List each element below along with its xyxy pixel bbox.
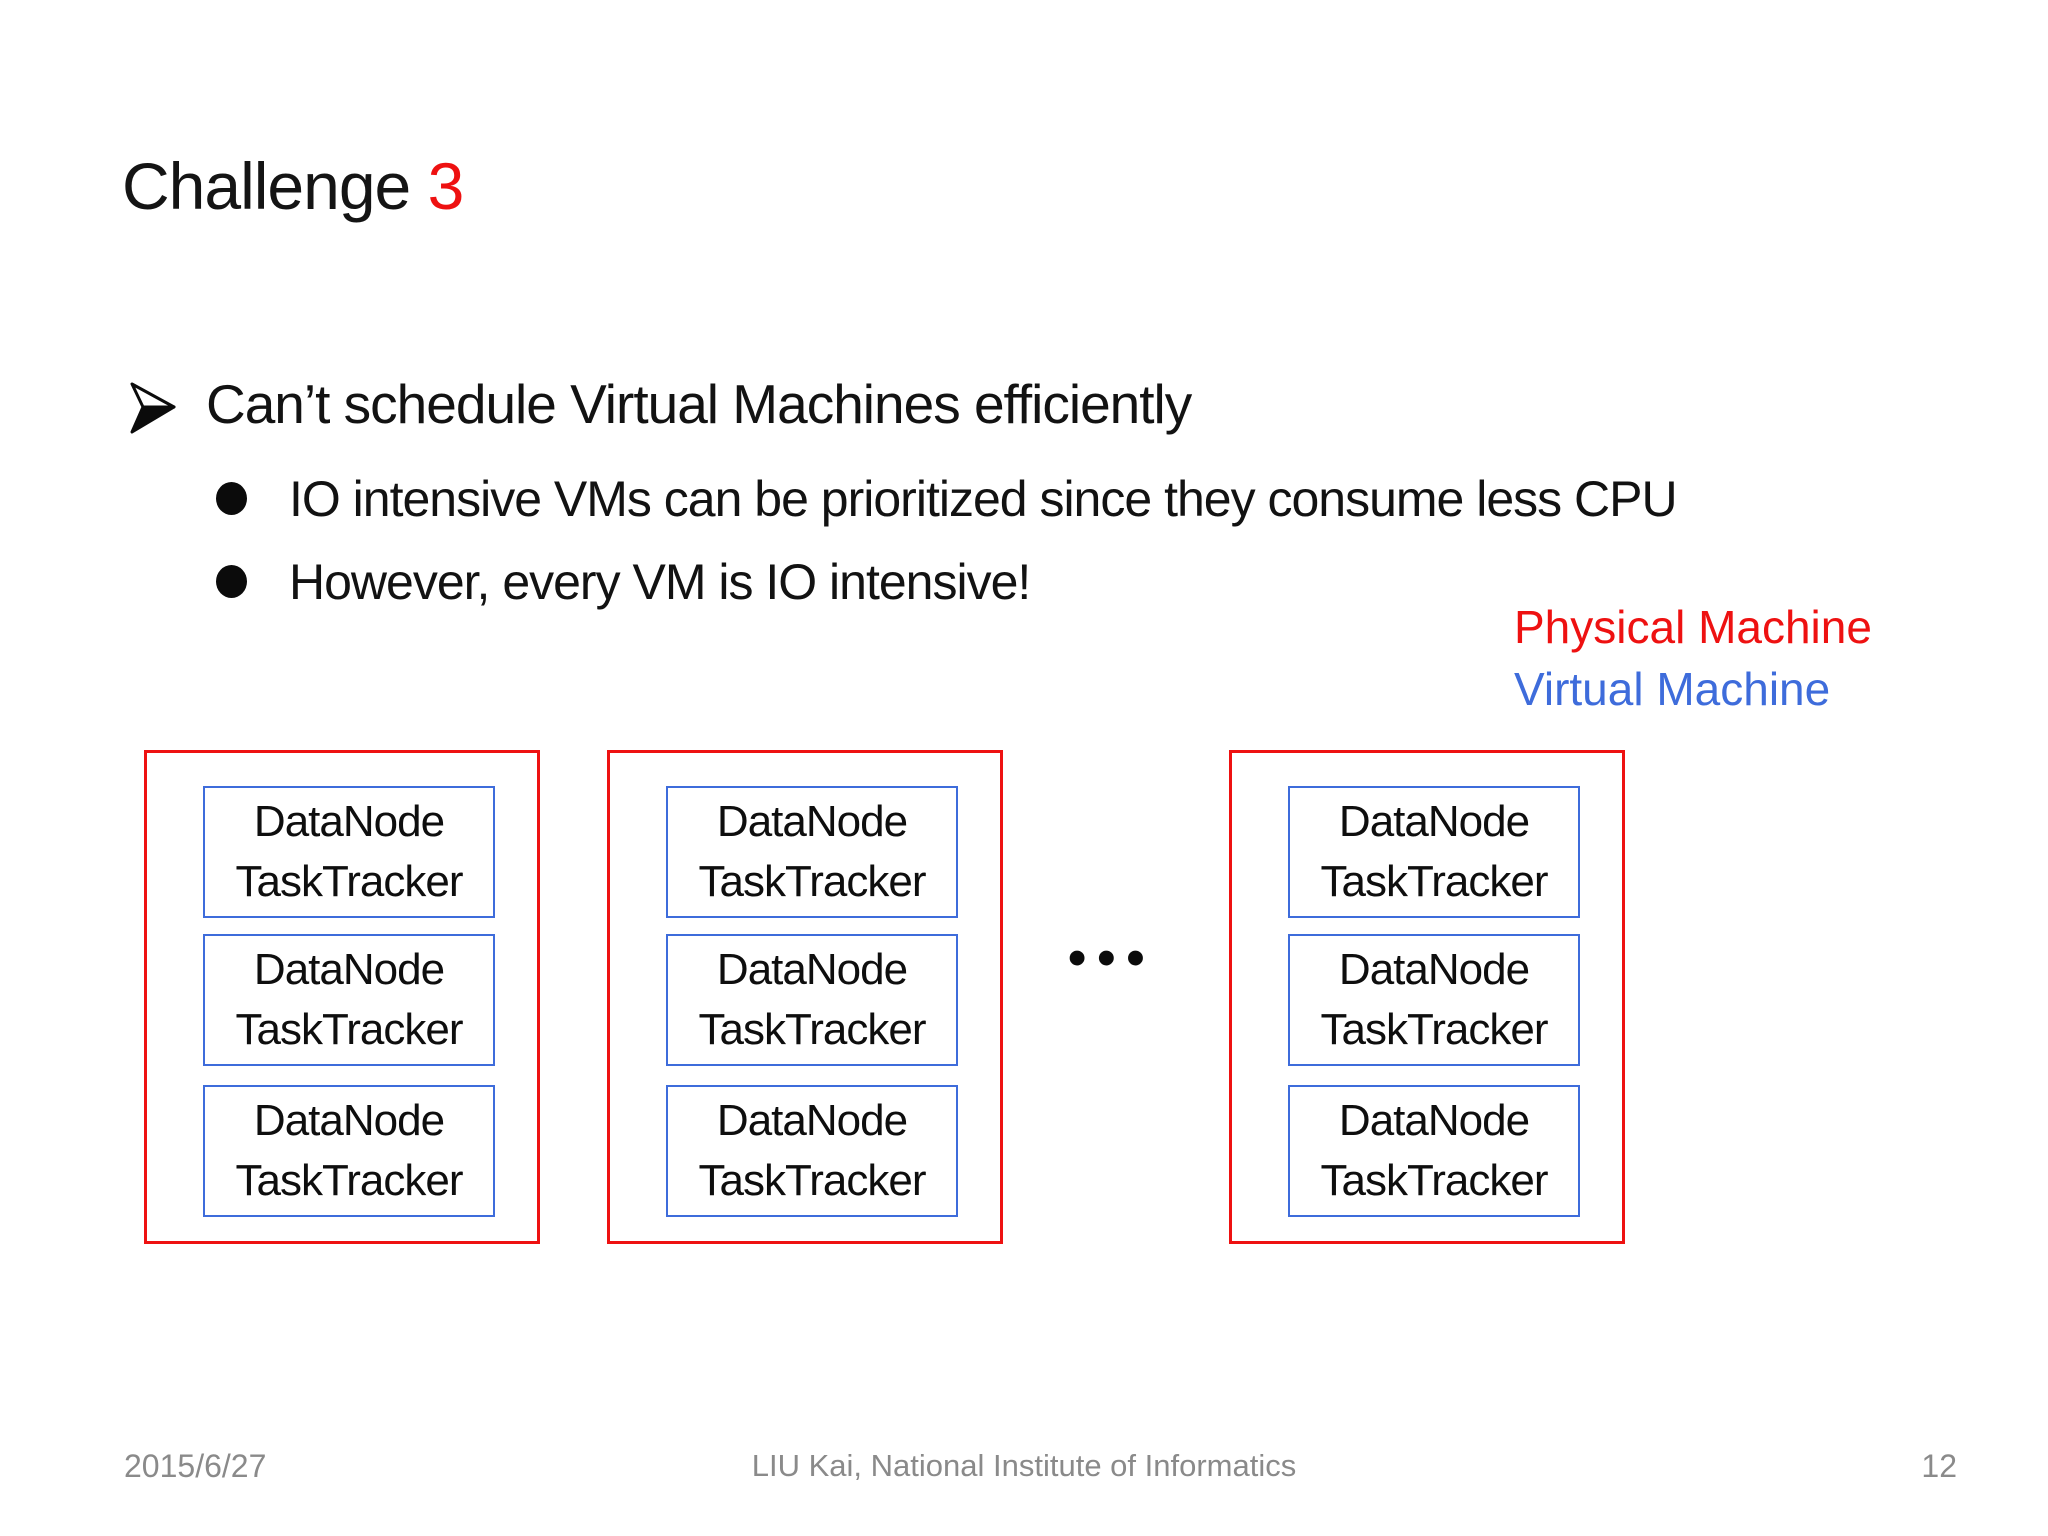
vm-line-tasktracker: TaskTracker: [235, 1156, 464, 1205]
vm-line-tasktracker: TaskTracker: [1320, 857, 1549, 906]
vm-line-tasktracker: TaskTracker: [235, 1005, 464, 1054]
sub-bullet-text: However, every VM is IO intensive!: [289, 554, 1031, 610]
sub-bullet-text: IO intensive VMs can be prioritized sinc…: [289, 471, 1678, 527]
vm-line-tasktracker: TaskTracker: [698, 1005, 927, 1054]
vm-line-tasktracker: TaskTracker: [235, 857, 464, 906]
virtual-machine-box: DataNode TaskTracker: [1288, 1085, 1580, 1217]
virtual-machine-box: DataNode TaskTracker: [203, 934, 495, 1066]
circle-bullet-icon: [216, 565, 247, 598]
title-text: Challenge: [122, 149, 428, 223]
vm-line-datanode: DataNode: [253, 945, 445, 994]
vm-line-datanode: DataNode: [253, 1096, 445, 1145]
page-title: Challenge 3: [122, 148, 465, 224]
vm-line-tasktracker: TaskTracker: [1320, 1156, 1549, 1205]
virtual-machine-box: DataNode TaskTracker: [666, 934, 958, 1066]
physical-machine-box: DataNode TaskTracker DataNode TaskTracke…: [144, 750, 540, 1244]
circle-bullet-icon: [216, 482, 247, 515]
vm-line-datanode: DataNode: [1338, 1096, 1530, 1145]
virtual-machine-box: DataNode TaskTracker: [203, 786, 495, 918]
legend-virtual-machine-label: Virtual Machine: [1514, 663, 1831, 715]
virtual-machine-box: DataNode TaskTracker: [1288, 934, 1580, 1066]
vm-line-datanode: DataNode: [716, 797, 908, 846]
virtual-machine-box: DataNode TaskTracker: [203, 1085, 495, 1217]
legend: Physical Machine Virtual Machine: [1514, 596, 1872, 720]
vm-line-datanode: DataNode: [1338, 797, 1530, 846]
physical-machine-box: DataNode TaskTracker DataNode TaskTracke…: [607, 750, 1003, 1244]
vm-line-tasktracker: TaskTracker: [698, 857, 927, 906]
arrowhead-bullet-icon: [130, 382, 176, 434]
main-bullet-text: Can’t schedule Virtual Machines efficien…: [206, 373, 1192, 435]
footer-page-number: 12: [1921, 1448, 1957, 1484]
vm-line-datanode: DataNode: [1338, 945, 1530, 994]
virtual-machine-box: DataNode TaskTracker: [1288, 786, 1580, 918]
virtual-machine-box: DataNode TaskTracker: [666, 786, 958, 918]
vm-line-datanode: DataNode: [716, 945, 908, 994]
sub-bullet-item: However, every VM is IO intensive!: [216, 553, 1031, 611]
vm-line-datanode: DataNode: [253, 797, 445, 846]
footer-date: 2015/6/27: [124, 1448, 267, 1484]
sub-bullet-item: IO intensive VMs can be prioritized sinc…: [216, 470, 1678, 528]
legend-physical-machine-label: Physical Machine: [1514, 601, 1872, 653]
title-number: 3: [427, 149, 465, 223]
virtual-machine-box: DataNode TaskTracker: [666, 1085, 958, 1217]
footer-author: LIU Kai, National Institute of Informati…: [751, 1448, 1297, 1483]
vm-line-tasktracker: TaskTracker: [1320, 1005, 1549, 1054]
ellipsis: •••: [1068, 929, 1156, 987]
physical-machine-box: DataNode TaskTracker DataNode TaskTracke…: [1229, 750, 1625, 1244]
vm-line-datanode: DataNode: [716, 1096, 908, 1145]
main-bullet: Can’t schedule Virtual Machines efficien…: [128, 372, 1192, 436]
vm-line-tasktracker: TaskTracker: [698, 1156, 927, 1205]
